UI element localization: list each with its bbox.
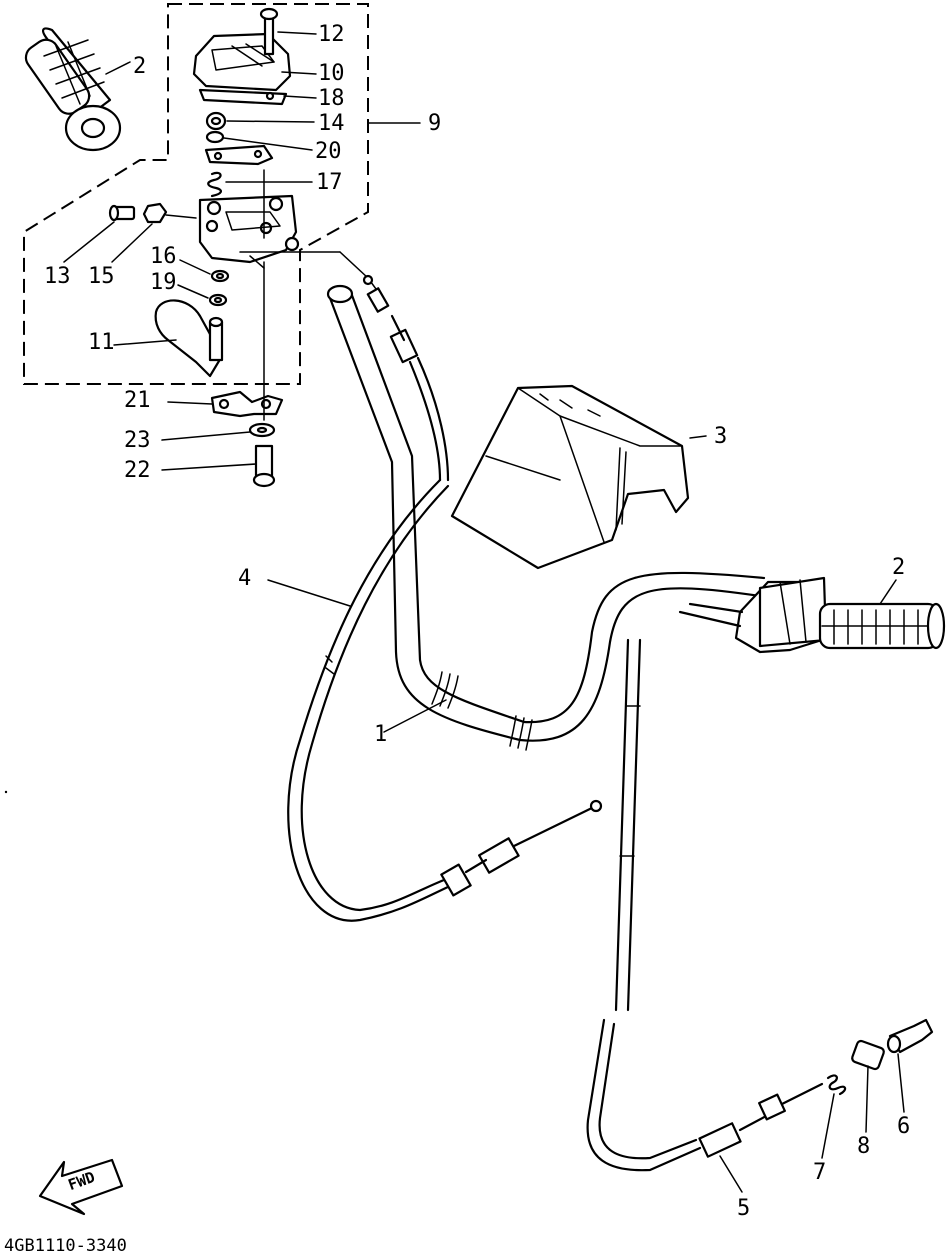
callout-11: 11 (88, 330, 115, 355)
callout-23: 23 (124, 428, 151, 453)
long-cable (267, 478, 603, 922)
bolt-and-nut (63, 202, 197, 263)
handlebar (326, 284, 766, 751)
callout-18: 18 (318, 86, 345, 111)
callout-9: 9 (428, 111, 442, 136)
gasket (198, 88, 317, 106)
adjuster-parts (821, 1018, 934, 1159)
right-grip (678, 576, 946, 654)
nut-and-washers (204, 111, 315, 166)
callout-12: 12 (318, 22, 345, 47)
spring (207, 171, 313, 198)
callout-6: 6 (897, 1114, 911, 1139)
throttle-lever (113, 299, 224, 378)
left-grip (24, 27, 131, 152)
callout-15: 15 (88, 264, 115, 289)
throttle-housing (198, 169, 341, 269)
handlebar-cover (450, 384, 707, 570)
fwd-arrow-icon (38, 1158, 124, 1216)
small-washers (177, 259, 230, 307)
callout-2-right: 2 (892, 555, 906, 580)
throttle-cable-upper (339, 251, 450, 482)
lower-cable (586, 638, 824, 1193)
callout-20: 20 (315, 139, 342, 164)
print-speck (4, 790, 8, 794)
callout-7: 7 (813, 1160, 827, 1185)
callout-4: 4 (238, 566, 252, 591)
clamp-hardware (161, 261, 284, 488)
callout-1: 1 (374, 722, 388, 747)
callout-8: 8 (857, 1134, 871, 1159)
callout-14: 14 (318, 111, 345, 136)
callout-19: 19 (150, 270, 177, 295)
drawing-code: 4GB1110-3340 (4, 1236, 127, 1256)
callout-16: 16 (150, 244, 177, 269)
callout-22: 22 (124, 458, 151, 483)
housing-cover (192, 7, 317, 92)
callout-13: 13 (44, 264, 71, 289)
callout-17: 17 (316, 170, 343, 195)
callout-10: 10 (318, 61, 345, 86)
callout-2-left: 2 (133, 54, 147, 79)
callout-5: 5 (737, 1196, 751, 1221)
callout-3: 3 (714, 424, 728, 449)
assembly-boundary (23, 3, 369, 385)
callout-21: 21 (124, 388, 151, 413)
